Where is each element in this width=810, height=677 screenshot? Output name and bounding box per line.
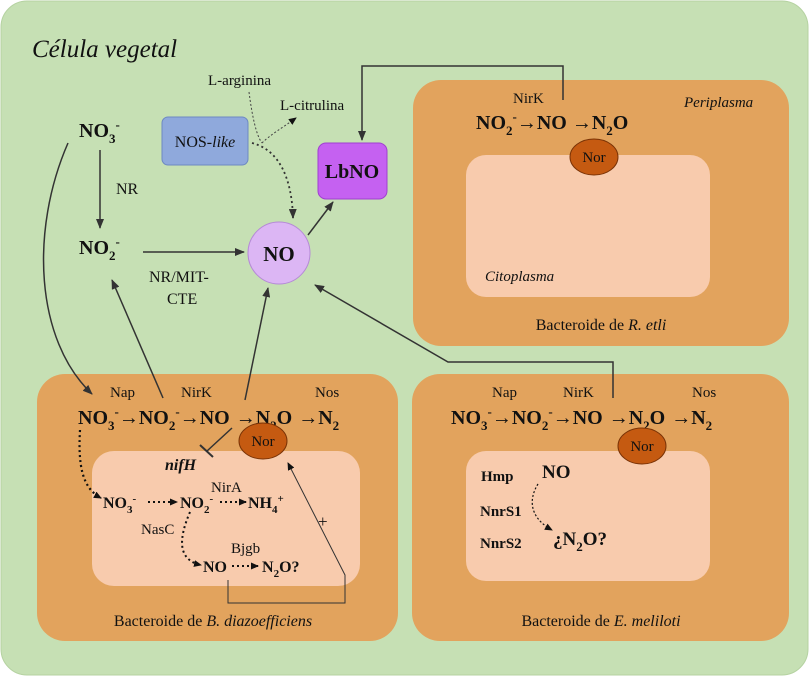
arginine-to-nos	[248, 91, 263, 144]
arrow-emeli-no-to-cell	[314, 284, 614, 398]
periplasm-label: Periplasma	[683, 95, 753, 111]
cytoplasm-emeli	[466, 451, 710, 581]
emeli-nor-enzyme	[617, 427, 667, 465]
cytoplasm-bdiaz	[92, 451, 360, 586]
arrow-cell-no3-to-bacteroid	[42, 142, 93, 395]
retli-caption: Bacteroide de R. etli	[536, 317, 667, 334]
cell-title: Célula vegetal	[32, 36, 177, 63]
retli-nor-enzyme	[569, 138, 619, 176]
inner-no2: NO2-	[180, 493, 214, 516]
inner-n2o: N2O?	[262, 559, 300, 580]
emeli-caption: Bacteroide de E. meliloti	[521, 613, 680, 630]
emeli-nap: Nap	[492, 385, 517, 401]
emeli-nor-label: Nor	[630, 439, 653, 455]
bdiaz-nor-enzyme	[238, 422, 288, 460]
nnrs2-label: NnrS2	[480, 536, 522, 552]
nifh-label: nifH	[165, 457, 197, 474]
nira-label: NirA	[211, 480, 242, 496]
cytoplasm-retli	[466, 155, 710, 297]
nr-label: NR	[116, 181, 139, 198]
emeli-no-to-n2o	[531, 483, 553, 531]
nasc-label: NasC	[141, 522, 174, 538]
emeli-nirk: NirK	[563, 385, 594, 401]
bdiaz-nor-label: Nor	[251, 434, 274, 450]
plus-label: +	[318, 512, 328, 531]
retli-reaction: NO2-→NO →N2O	[476, 109, 628, 138]
emeli-reaction: NO3-→NO2-→NO→N2O→N2	[451, 404, 712, 433]
retli-nirk-label: NirK	[513, 91, 544, 107]
nr-mit-line1: NR/MIT-	[149, 269, 209, 286]
bdiaz-caption: Bacteroide de B. diazoefficiens	[114, 613, 312, 630]
arginine-label: L-arginina	[208, 73, 271, 89]
no-circle	[247, 221, 311, 285]
citrulline-label: L-citrulina	[280, 98, 344, 114]
nifh-inhibition-bar	[199, 444, 214, 458]
cytoplasm-label: Citoplasma	[485, 269, 554, 285]
feedback-loop	[227, 462, 346, 604]
bdiaz-nirk: NirK	[181, 385, 212, 401]
emeli-inner-no: NO	[542, 462, 571, 483]
cell-no2: NO2-	[79, 234, 120, 263]
nos-like-box	[161, 116, 249, 166]
lbno-label: LbNO	[325, 161, 379, 183]
nnrs1-label: NnrS1	[480, 504, 522, 520]
emeli-inner-n2o: ¿N2O?	[553, 529, 607, 554]
bdiaz-nap: Nap	[110, 385, 135, 401]
inner-no3: NO3-	[103, 493, 137, 516]
retli-to-lbno	[358, 65, 564, 141]
no-circle-label: NO	[263, 242, 295, 266]
inner-nh4: NH4+	[248, 493, 284, 516]
bdiaz-nos: Nos	[315, 385, 339, 401]
nos-to-no	[251, 142, 297, 219]
inner-no: NO	[203, 559, 227, 576]
bjgb-label: Bjgb	[231, 541, 260, 557]
lbno-box	[317, 142, 388, 200]
arrow-bdiaz-no-to-cell	[244, 287, 271, 401]
nifh-inhibition-line	[206, 427, 233, 452]
hmp-label: Hmp	[481, 469, 514, 485]
arrow-no2-to-no-inner	[181, 511, 202, 567]
bdiaz-reaction: NO3-→NO2-→NO→N2O→N2	[78, 404, 339, 433]
nos-like-label: NOS-like	[175, 134, 235, 151]
nr-mit-line2: CTE	[167, 291, 197, 308]
arrow-bdiaz-no2-to-cell	[111, 279, 164, 399]
arrow-no-lbno	[307, 201, 334, 236]
retli-nor-label: Nor	[582, 150, 605, 166]
cell-no3: NO3-	[79, 117, 120, 146]
emeli-nos: Nos	[692, 385, 716, 401]
